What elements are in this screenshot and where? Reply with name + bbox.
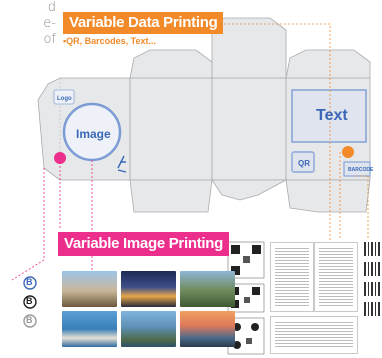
panel-side-1 [211,77,287,181]
photo-thumbnail [62,311,117,347]
text-document-sample [270,242,314,312]
text-document-sample [314,242,358,312]
image-callout-dot [54,152,66,164]
variable-data-subtitle: •QR, Barcodes, Text... [63,36,157,46]
text-document-sample [270,316,358,354]
intro-text: d e- of [0,0,56,48]
logo-zone [53,89,75,105]
top-dust-flap-right [285,49,371,79]
logo-variant-grey: B [26,315,33,325]
logo-variants [23,276,37,328]
callout-lines [11,23,369,281]
panel-front [129,77,213,181]
data-callout-dot [342,146,354,158]
logo-variant-black: B [26,296,33,306]
bottom-flap-left [129,179,213,213]
image-zone-label: Image [76,127,111,141]
bottom-flap-right [285,179,371,213]
photo-thumbnail [121,271,176,307]
logo-zone-label: Logo [57,96,72,102]
barcode-samples [364,242,380,316]
top-dust-flap-left [129,49,213,79]
intro-line-1: d [47,0,56,15]
bottom-flap-mid [211,179,287,201]
glue-mark [117,155,127,173]
photo-thumbnail [62,271,117,307]
photo-thumbnail [180,311,235,347]
text-zone [291,89,367,143]
intro-line-2: e- [43,16,56,31]
intro-line-3: of [43,32,56,47]
qr-zone-label: QR [298,159,310,168]
logo-variant-blue: B [26,277,33,287]
variable-data-printing-banner: Variable Data Printing [63,12,224,34]
barcode-zone-label: BARCODE [348,167,374,173]
variable-image-printing-banner: Variable Image Printing [58,232,229,256]
photo-thumbnail [180,271,235,307]
text-zone-label: Text [316,107,348,124]
qr-zone [291,151,315,173]
photo-thumbnail [121,311,176,347]
